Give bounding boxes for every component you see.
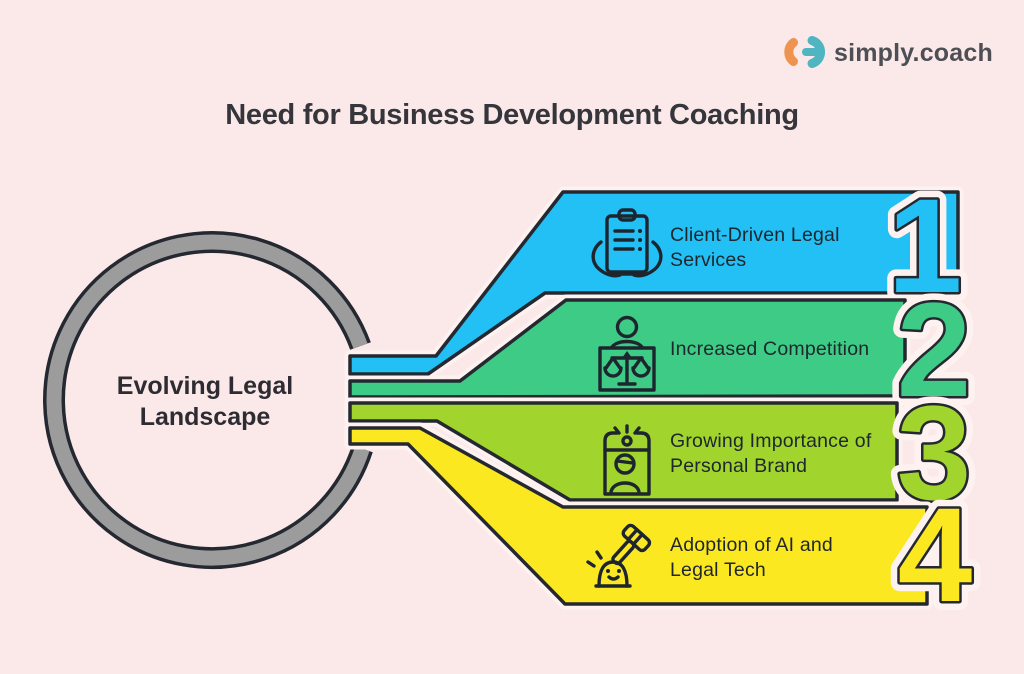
banner-4-label-line1: Adoption of AI and [670, 534, 833, 556]
banner-4: 4 4 Adoption of AI and Legal Tech [344, 422, 981, 639]
personal-brand-badge-icon [603, 424, 651, 496]
banner-4-ribbon [348, 426, 929, 606]
banner-3-label-line2: Personal Brand [670, 455, 807, 477]
banner-2-label-line1: Increased Competition [670, 338, 869, 360]
contract-hands-icon [591, 208, 663, 278]
banner-1-label-line1: Client-Driven Legal [670, 224, 840, 246]
hub-label-line2: Landscape [140, 403, 271, 431]
hub-label-line1: Evolving Legal [117, 372, 293, 400]
logo-teal-arc [807, 36, 825, 68]
banner-1-ribbon [348, 190, 960, 376]
banner-2: 2 2 Increased Competition [344, 267, 980, 434]
logo: simply.coach [784, 36, 993, 68]
logo-icon [784, 36, 825, 68]
banner-4-number: 4 [898, 481, 973, 630]
banner-3: 3 3 Growing Importance of Personal Brand [344, 370, 980, 537]
page-title: Need for Business Development Coaching [225, 99, 799, 131]
banner-1-label-line2: Services [670, 249, 746, 271]
person-scales-icon [598, 315, 656, 392]
logo-wordmark: simply.coach [834, 39, 993, 67]
banner-3-number-halo: 3 [897, 379, 972, 528]
banner-3-label-line1: Growing Importance of [670, 430, 872, 452]
hub-ring [46, 234, 370, 566]
logo-orange-arc [784, 38, 798, 66]
gavel-ai-bot-icon [586, 523, 652, 588]
banner-4-label-line2: Legal Tech [670, 559, 766, 581]
hub-circle: Evolving Legal Landscape [43, 231, 373, 570]
banner-2-number-halo: 2 [897, 276, 972, 425]
banner-4-number-halo: 4 [898, 481, 973, 630]
banner-2-number: 2 [897, 276, 972, 425]
